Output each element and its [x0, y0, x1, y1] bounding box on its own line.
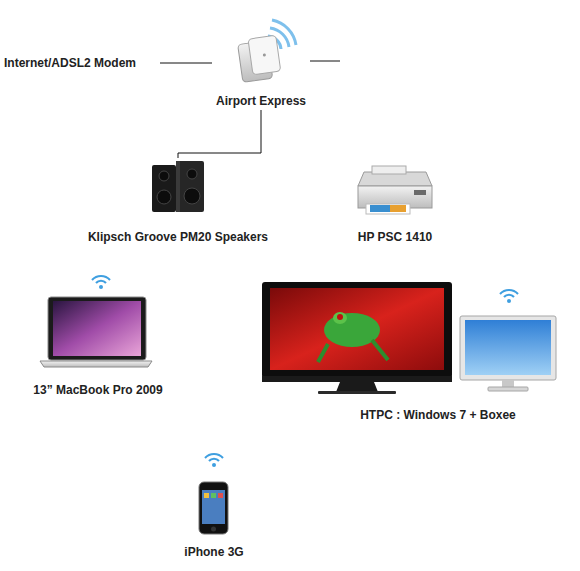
device-label: HTPC : Windows 7 + Boxee [360, 408, 516, 422]
airport-express-icon [237, 20, 296, 82]
network-cable [178, 110, 261, 158]
tv-icon [262, 282, 452, 394]
network-cable [310, 61, 340, 62]
device-label: HP PSC 1410 [358, 230, 433, 244]
device-label: 13” MacBook Pro 2009 [33, 383, 162, 397]
monitor-icon [460, 290, 556, 391]
phone-icon [199, 454, 228, 534]
laptop-node: 13” MacBook Pro 2009 [28, 272, 168, 398]
speaker-node: Klipsch Groove PM20 Speakers [78, 158, 278, 246]
modem-label-node: Internet/ADSL2 Modem [4, 55, 160, 71]
htpc-node: HTPC : Windows 7 + Boxee [262, 280, 558, 423]
device-label: Klipsch Groove PM20 Speakers [88, 230, 268, 244]
network-cable [160, 63, 212, 64]
printer-node: HP PSC 1410 [340, 162, 450, 246]
router-node: Airport Express [212, 12, 310, 110]
device-label: iPhone 3G [184, 545, 243, 559]
printer-icon [358, 166, 432, 214]
device-label: Airport Express [216, 94, 306, 108]
phone-node: iPhone 3G [164, 448, 264, 560]
device-label: Internet/ADSL2 Modem [4, 56, 136, 70]
laptop-icon [40, 276, 152, 367]
speakers-icon [152, 161, 204, 212]
